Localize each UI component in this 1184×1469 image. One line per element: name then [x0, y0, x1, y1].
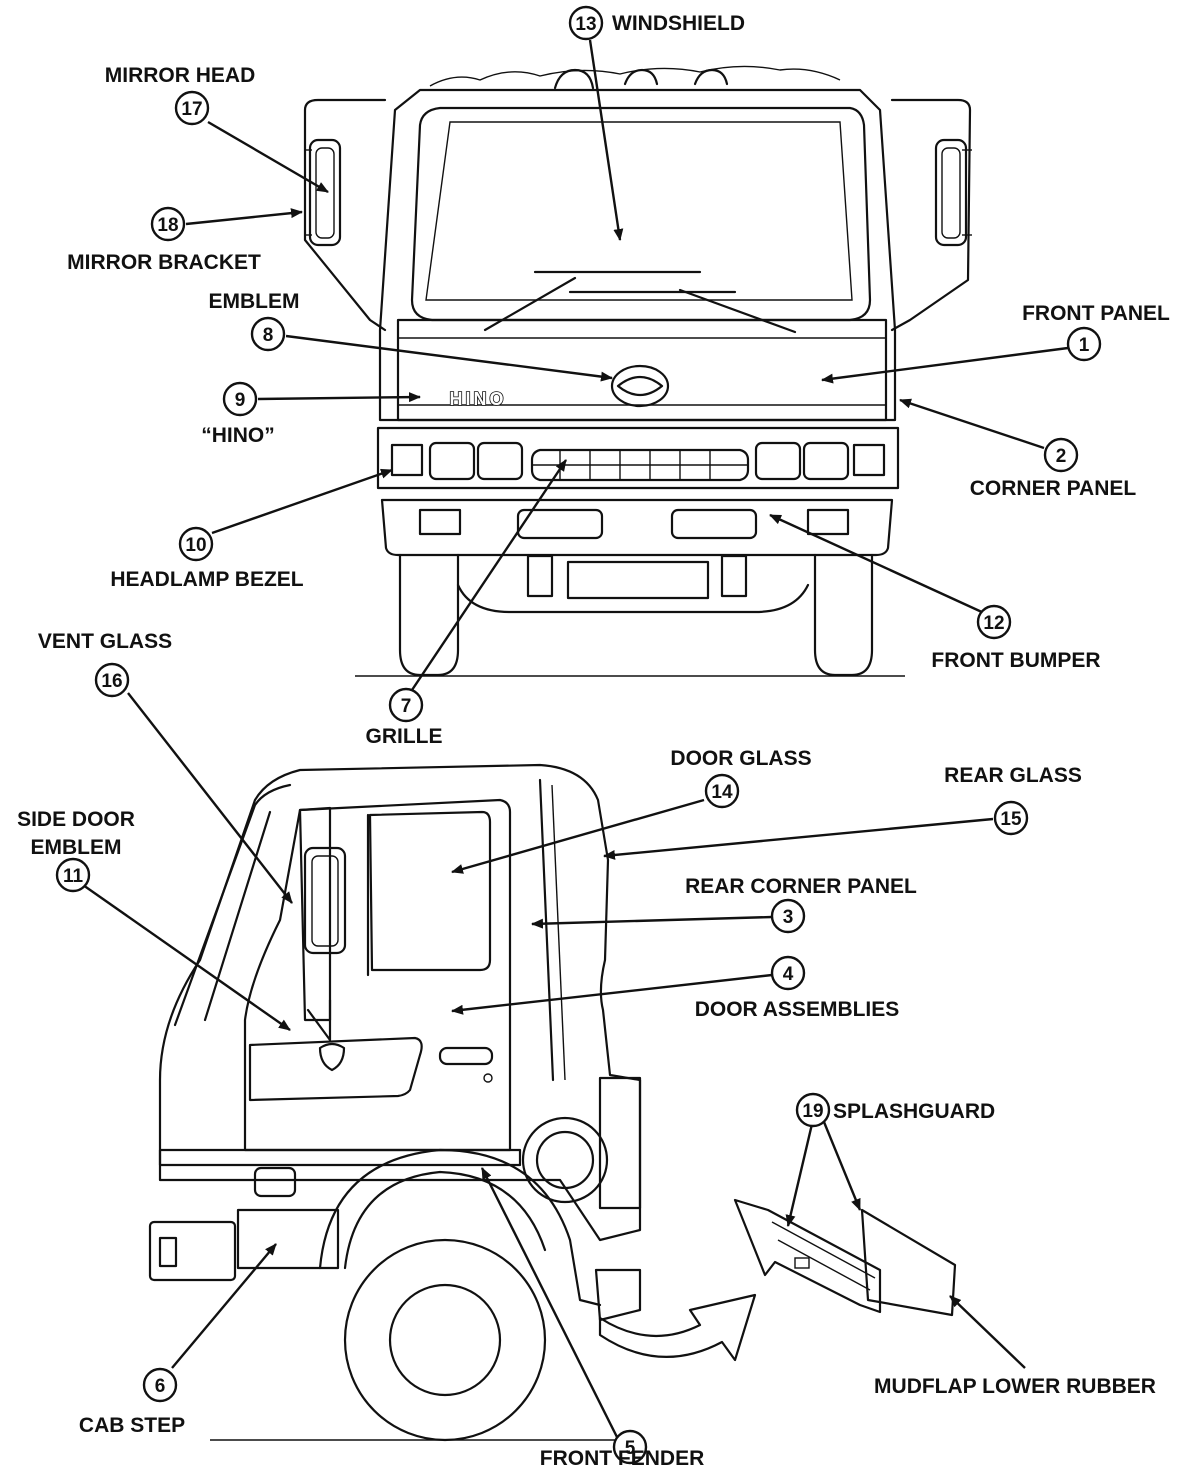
label-door-assemblies: DOOR ASSEMBLIES: [695, 998, 900, 1021]
label-rear-glass: REAR GLASS: [944, 764, 1082, 787]
svg-text:2: 2: [1056, 446, 1067, 467]
curved-arrow: [598, 1293, 757, 1362]
svg-text:4: 4: [783, 964, 794, 985]
mirror-right: [890, 98, 972, 332]
svg-text:7: 7: [401, 696, 412, 717]
callout-19: 19: [795, 1092, 831, 1128]
svg-text:8: 8: [263, 325, 274, 346]
svg-text:16: 16: [101, 671, 122, 692]
callout-11: 11: [55, 857, 91, 893]
callout-4: 4: [770, 955, 806, 991]
windshield-shape: [410, 106, 872, 322]
door-window: [368, 810, 492, 972]
headlamp-right-outer: [852, 443, 886, 477]
mirror-left: [303, 98, 387, 332]
grille-shape: [530, 448, 750, 482]
label-mudflap-lower-rubber: MUDFLAP LOWER RUBBER: [874, 1375, 1156, 1398]
cab-step-shape: [236, 1208, 340, 1270]
hino-badge-text: HINO: [450, 389, 507, 409]
label-side-door-emblem-line1: SIDE DOOR: [17, 808, 135, 831]
label-headlamp-bezel: HEADLAMP BEZEL: [110, 568, 303, 591]
label-windshield: WINDSHIELD: [612, 12, 745, 35]
callout-13: 13: [568, 5, 604, 41]
leader-lines: [82, 39, 1069, 1464]
callout-7: 7: [388, 687, 424, 723]
svg-text:6: 6: [155, 1376, 166, 1397]
label-vent-glass: VENT GLASS: [38, 630, 172, 653]
front-bumper-shape: [380, 498, 894, 557]
callout-9: 9: [222, 381, 258, 417]
label-front-panel: FRONT PANEL: [1022, 302, 1170, 325]
callout-16: 16: [94, 662, 130, 698]
side-door-shape: [243, 798, 512, 1152]
callout-6: 6: [142, 1367, 178, 1403]
headlamp-right-2: [802, 441, 850, 481]
callout-15: 15: [993, 800, 1029, 836]
svg-text:14: 14: [711, 782, 733, 803]
callout-5: 5: [612, 1429, 648, 1465]
svg-text:12: 12: [983, 613, 1004, 634]
splashguard-panel: [860, 1208, 957, 1317]
front-wheels-chassis: [355, 553, 905, 677]
front-wheel-side: [343, 1238, 547, 1442]
side-mirror: [303, 846, 347, 1042]
svg-text:17: 17: [181, 99, 202, 120]
front-panel-shape: [396, 318, 888, 422]
callout-1: 1: [1066, 326, 1102, 362]
label-front-bumper: FRONT BUMPER: [931, 649, 1100, 672]
svg-text:5: 5: [625, 1438, 636, 1459]
label-door-glass: DOOR GLASS: [670, 747, 811, 770]
front-emblem: [610, 364, 670, 408]
svg-text:11: 11: [63, 866, 84, 887]
callout-3: 3: [770, 898, 806, 934]
label-hino: “HINO”: [201, 424, 275, 447]
label-mirror-head: MIRROR HEAD: [105, 64, 256, 87]
cab-outline-side: [158, 763, 642, 1242]
label-grille: GRILLE: [366, 725, 443, 748]
callout-10: 10: [178, 526, 214, 562]
callout-12: 12: [976, 604, 1012, 640]
svg-text:18: 18: [157, 215, 178, 236]
label-emblem: EMBLEM: [209, 290, 300, 313]
callout-2: 2: [1043, 437, 1079, 473]
svg-text:13: 13: [575, 14, 596, 35]
label-side-door-emblem-line2: EMBLEM: [31, 836, 122, 859]
svg-text:15: 15: [1000, 809, 1022, 830]
label-rear-corner-panel: REAR CORNER PANEL: [685, 875, 917, 898]
headlamp-left-outer: [390, 443, 424, 477]
callout-17: 17: [174, 90, 210, 126]
headlamp-right-1: [754, 441, 802, 481]
splashguard-detail: [733, 1198, 957, 1317]
callout-14: 14: [704, 773, 740, 809]
callout-18: 18: [150, 206, 186, 242]
air-cleaner: [521, 1076, 642, 1210]
headlamp-grille-band: [376, 426, 900, 490]
svg-text:10: 10: [185, 535, 206, 556]
svg-text:3: 3: [783, 907, 794, 928]
truck-front-view: HINO: [303, 65, 972, 677]
headlamp-left-2: [476, 441, 524, 481]
label-corner-panel: CORNER PANEL: [970, 477, 1137, 500]
callout-8: 8: [250, 316, 286, 352]
svg-text:9: 9: [235, 390, 246, 411]
wipers: [483, 270, 797, 334]
headlamp-left-1: [428, 441, 476, 481]
label-splashguard: SPLASHGUARD: [833, 1100, 995, 1123]
svg-text:1: 1: [1079, 335, 1090, 356]
cab-outline-front: [378, 88, 897, 422]
label-front-fender: FRONT FENDER: [540, 1447, 705, 1469]
side-door-emblem-shape: [248, 1036, 423, 1102]
svg-text:19: 19: [802, 1101, 823, 1122]
front-fender-shape: [318, 1148, 602, 1307]
roof-marker-lamps: [429, 65, 841, 90]
label-mirror-bracket: MIRROR BRACKET: [67, 251, 261, 274]
door-handle: [438, 1046, 494, 1066]
label-cab-step: CAB STEP: [79, 1414, 185, 1437]
truck-side-view: [148, 763, 757, 1442]
